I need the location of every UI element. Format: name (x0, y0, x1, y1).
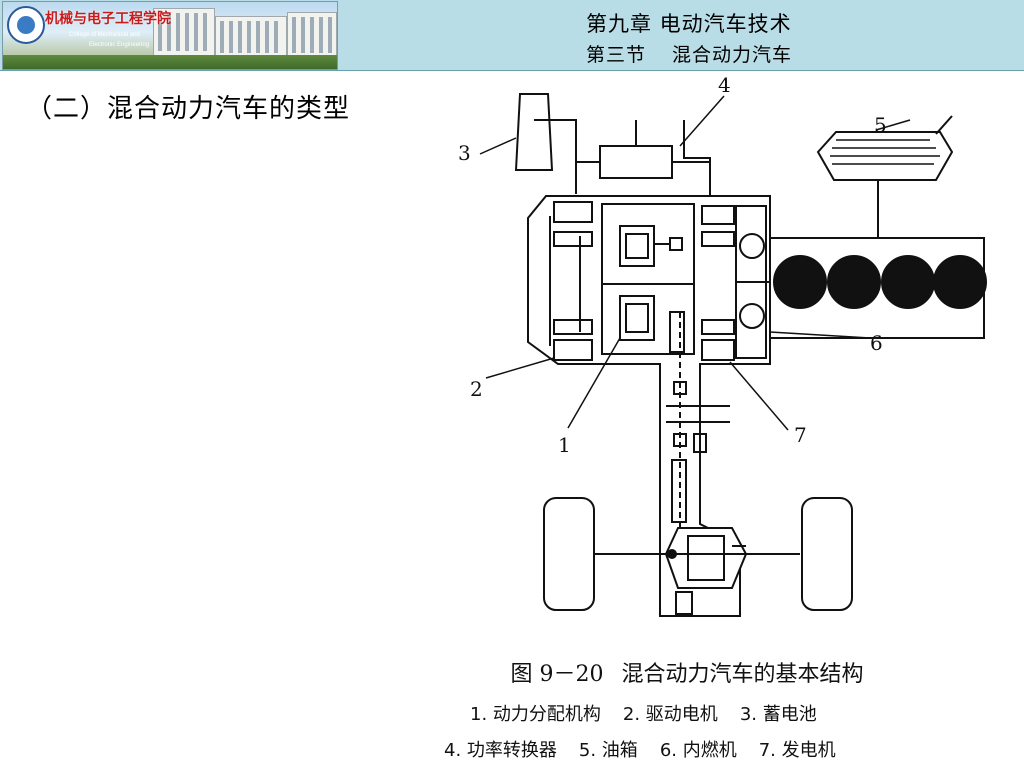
drivetrain-housing (527, 195, 771, 617)
drive-motor-lower (553, 319, 593, 335)
college-logo-banner: 机械与电子工程学院 College of Mechanical and Elec… (2, 1, 338, 70)
callout-7: 7 (794, 423, 807, 447)
legend-item: 5. 油箱 (578, 740, 638, 761)
generator-upper (701, 205, 735, 225)
callout-6: 6 (870, 331, 883, 355)
legend-item: 7. 发电机 (758, 740, 836, 761)
college-name: 机械与电子工程学院 (45, 11, 171, 27)
engine-cylinder (933, 255, 987, 309)
right-wheel (801, 497, 853, 611)
wire (575, 161, 600, 194)
figure-caption: 图 9－20 混合动力汽车的基本结构 (440, 656, 934, 688)
chapter-title: 第九章 电动汽车技术 (586, 12, 792, 36)
callout-1: 1 (558, 433, 571, 457)
building-image (287, 12, 337, 58)
college-emblem-icon (7, 6, 45, 44)
generator-lower-2 (701, 339, 735, 361)
drive-motor-upper (553, 201, 593, 223)
engine-cylinder (827, 255, 881, 309)
figure-legend-row: 4. 功率转换器 5. 油箱 6. 内燃机 7. 发电机 (444, 736, 858, 762)
callout-5: 5 (874, 113, 887, 137)
building-image (153, 8, 215, 56)
figure-legend-row: 1. 动力分配机构 2. 驱动电机 3. 蓄电池 (470, 700, 839, 726)
battery-shape (514, 93, 554, 171)
legend-item: 2. 驱动电机 (622, 704, 718, 725)
header-bar: 机械与电子工程学院 College of Mechanical and Elec… (0, 0, 1024, 71)
legend-item: 6. 内燃机 (659, 740, 737, 761)
college-english-line2: Electronic Engineering (89, 42, 150, 48)
trees-image (3, 55, 337, 69)
figure-title: 混合动力汽车的基本结构 (621, 662, 864, 687)
drive-motor-lower-2 (553, 339, 593, 361)
engine-cylinder (881, 255, 935, 309)
section-number: 第三节 (586, 44, 647, 66)
building-image (215, 16, 287, 58)
slide-heading: （二）混合动力汽车的类型 (26, 94, 351, 124)
legend-item: 3. 蓄电池 (739, 704, 817, 725)
college-english-line1: College of Mechanical and (69, 32, 140, 38)
legend-item: 4. 功率转换器 (444, 740, 557, 761)
figure-number: 图 9－20 (510, 662, 604, 687)
power-converter-box (599, 145, 673, 179)
section-title-line: 第三节 混合动力汽车 (586, 40, 792, 67)
left-wheel (543, 497, 595, 611)
section-title: 混合动力汽车 (672, 44, 793, 66)
generator-upper-2 (701, 231, 735, 247)
callout-4: 4 (718, 76, 731, 97)
wire (672, 161, 711, 206)
callout-3: 3 (458, 141, 471, 165)
drive-motor-upper-2 (553, 231, 593, 247)
engine-cylinder (773, 255, 827, 309)
hybrid-vehicle-structure-diagram: 3 4 5 6 2 1 7 (458, 76, 987, 617)
callout-2: 2 (470, 377, 483, 401)
legend-item: 1. 动力分配机构 (470, 704, 601, 725)
generator-lower (701, 319, 735, 335)
